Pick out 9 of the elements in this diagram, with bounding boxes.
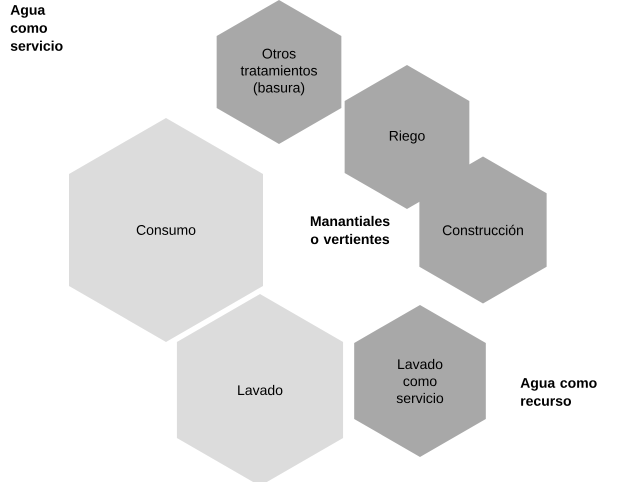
hexagon: Lavado como servicio	[354, 305, 486, 457]
group-label: Agua como recurso	[520, 378, 597, 406]
hexagon: Construcción	[419, 156, 547, 304]
hexagon: Consumo	[69, 118, 263, 342]
hexagon: Lavado	[176, 294, 344, 482]
group-label: Manantiales o vertientes	[310, 216, 390, 244]
group-label: Agua como servicio	[10, 5, 63, 51]
hexagon: Riego	[344, 65, 470, 209]
hexagon: Otros tratamientos (basura)	[216, 0, 342, 144]
